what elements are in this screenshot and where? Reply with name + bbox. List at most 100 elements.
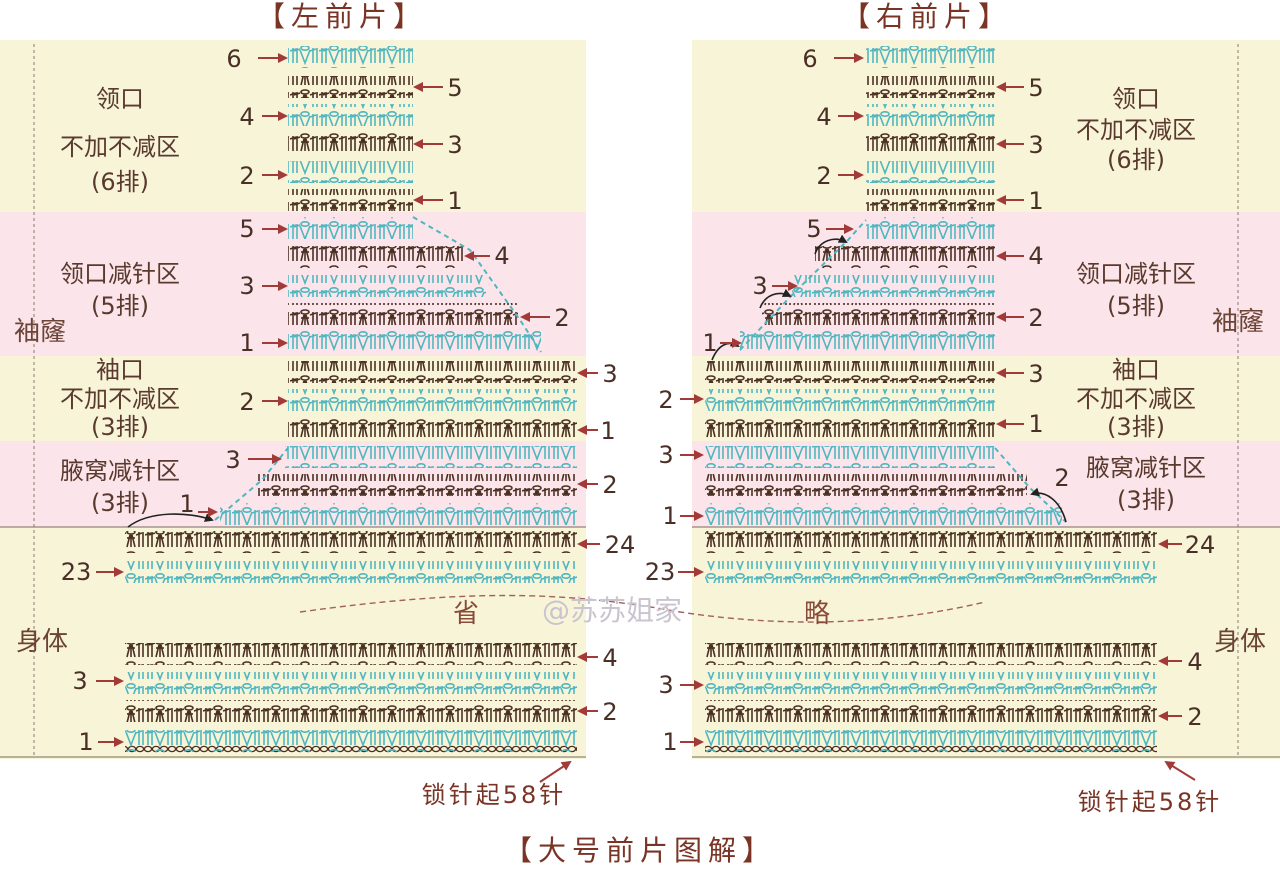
row-label: 1 xyxy=(239,329,254,357)
row-label: 23 xyxy=(61,558,92,586)
body-row-3 xyxy=(705,672,1157,694)
zone-body: 身体 xyxy=(1214,627,1266,657)
neck-plain-row-4 xyxy=(866,104,995,126)
armhole-row-3 xyxy=(705,361,995,383)
row-label: 1 xyxy=(1028,410,1043,438)
armhole-row-2 xyxy=(705,389,995,411)
body-row-23 xyxy=(705,561,1157,583)
row-label: 1 xyxy=(662,502,677,530)
row-label: 1 xyxy=(78,728,93,756)
row-label: 6 xyxy=(226,45,241,73)
underarm-row-1 xyxy=(705,503,1062,525)
zone-underarm-decrease-line1: 腋窝减针区 xyxy=(60,457,180,485)
neck-dec-row-1 xyxy=(288,331,541,353)
row-label: 2 xyxy=(602,698,617,726)
row-label: 1 xyxy=(600,417,615,445)
neck-dec-row-4 xyxy=(815,246,995,268)
neck-plain-row-3 xyxy=(866,133,995,155)
row-label: 2 xyxy=(1028,304,1043,332)
row-label: 4 xyxy=(1187,648,1202,676)
row-label: 4 xyxy=(602,644,617,672)
underarm-row-3 xyxy=(285,446,577,468)
neck-plain-row-2 xyxy=(866,161,995,183)
row-label: 3 xyxy=(72,667,87,695)
neck-plain-row-5 xyxy=(866,76,995,98)
row-label: 3 xyxy=(225,446,240,474)
zone-neck-decrease-line1: 领口减针区 xyxy=(1076,260,1196,288)
row-label: 2 xyxy=(602,471,617,499)
row-label: 4 xyxy=(239,103,254,131)
omitted-marker-2: 略 xyxy=(804,599,830,629)
row-label: 2 xyxy=(1187,703,1202,731)
right-stitch-grid xyxy=(705,46,1157,758)
row-labels: 6 5 4 3 2 1 5 4 3 2 1 3 2 1 3 2 1 xyxy=(61,45,1216,756)
title-left-front: 【左前片】 xyxy=(257,0,427,33)
neck-plain-row-5 xyxy=(288,76,413,98)
zone-neck-plain-line1: 领口 xyxy=(1112,85,1160,113)
zone-neck-plain-line3: (6排) xyxy=(1107,146,1165,174)
row-label: 4 xyxy=(1028,242,1043,270)
row-label: 1 xyxy=(662,728,677,756)
row-label: 2 xyxy=(239,388,254,416)
neck-dec-row-5 xyxy=(288,217,413,239)
neck-shaping-line xyxy=(412,216,542,353)
title-bottom: 【大号前片图解】 xyxy=(504,834,776,867)
body-row-23 xyxy=(125,561,577,583)
row-label: 3 xyxy=(752,272,767,300)
row-label: 3 xyxy=(1028,131,1043,159)
right-zone-labels: 领口 不加不减区 (6排) 领口减针区 (5排) 袖口 不加不减区 (3排) 腋… xyxy=(1076,85,1266,657)
zone-underarm-decrease-line2: (3排) xyxy=(91,489,149,517)
body-row-4 xyxy=(125,643,577,665)
watermark: @苏苏姐家 xyxy=(542,594,682,627)
underarm-row-2 xyxy=(705,474,1027,496)
omitted-marker-1: 省 xyxy=(453,599,479,629)
underarm-row-3 xyxy=(705,446,995,468)
zone-neck-plain-line1: 领口 xyxy=(96,85,144,113)
row-label: 1 xyxy=(447,187,462,215)
zone-neck-decrease-line2: (5排) xyxy=(1107,292,1165,320)
zone-neck-plain-line2: 不加不减区 xyxy=(60,133,180,161)
omitted-dashed-curve xyxy=(299,594,986,623)
chain-start-label-right: 锁针起58针 xyxy=(1078,788,1223,816)
zone-sleeve-hole: 袖窿 xyxy=(1212,307,1264,337)
row-label: 1 xyxy=(179,490,194,518)
neck-plain-row-1 xyxy=(866,189,995,211)
row-label: 5 xyxy=(1028,74,1043,102)
carry-arrow xyxy=(1030,487,1067,523)
chain-start-label-left: 锁针起58针 xyxy=(422,781,567,809)
neck-dec-row-2 xyxy=(288,303,518,325)
zone-armhole-plain-line2: 不加不减区 xyxy=(1076,385,1196,413)
armhole-row-1 xyxy=(288,418,577,440)
zone-neck-plain-line3: (6排) xyxy=(91,168,149,196)
neck-dec-row-3 xyxy=(792,275,995,297)
neck-dec-row-3 xyxy=(288,275,486,297)
row-label: 4 xyxy=(494,242,509,270)
neck-plain-row-6 xyxy=(288,46,413,68)
body-row-1 xyxy=(705,730,1157,752)
left-zone-labels: 领口 不加不减区 (6排) 领口减针区 (5排) 袖口 不加不减区 (3排) 腋… xyxy=(14,85,180,657)
body-row-2 xyxy=(705,700,1157,722)
row-label: 2 xyxy=(1054,464,1069,492)
row-label: 2 xyxy=(239,162,254,190)
underarm-row-2 xyxy=(258,474,577,496)
row-label: 24 xyxy=(1185,531,1216,559)
zone-armhole-plain-line1: 袖口 xyxy=(96,356,144,384)
carry-arrow xyxy=(759,288,792,309)
zone-neck-decrease-line2: (5排) xyxy=(91,292,149,320)
body-row-24 xyxy=(125,531,577,553)
neck-plain-row-6 xyxy=(866,46,995,68)
body-row-4 xyxy=(705,643,1157,665)
armhole-row-1 xyxy=(705,418,995,440)
row-label: 2 xyxy=(554,304,569,332)
carry-arrow xyxy=(814,234,848,255)
zone-armhole-plain-line2: 不加不减区 xyxy=(60,385,180,413)
left-stitch-grid xyxy=(125,46,577,758)
row-label: 3 xyxy=(658,441,673,469)
neck-dec-row-5 xyxy=(866,217,995,239)
row-label: 23 xyxy=(645,558,676,586)
chain-start-arrow-left xyxy=(539,760,572,783)
row-label: 1 xyxy=(1028,187,1043,215)
body-row-2 xyxy=(125,700,577,722)
zone-neck-decrease-line1: 领口减针区 xyxy=(60,260,180,288)
